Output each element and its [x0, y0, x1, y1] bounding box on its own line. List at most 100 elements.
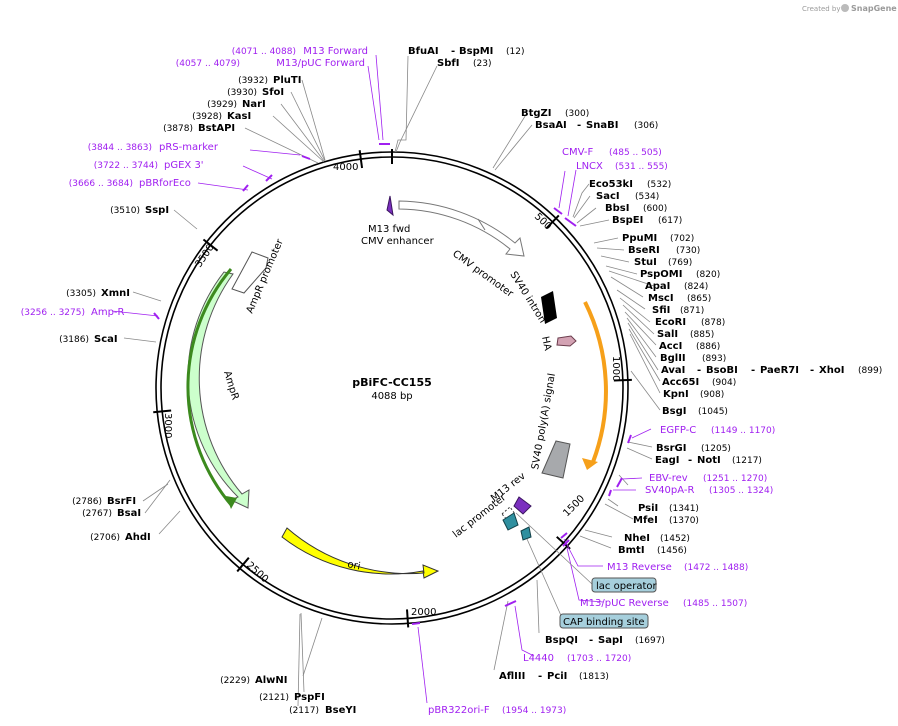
primer-site-marks	[153, 143, 632, 625]
sv40-intron-marker[interactable]	[541, 291, 557, 324]
enzyme-pos-nhei: (1452)	[660, 534, 690, 544]
enzyme-sali: SalI	[657, 329, 678, 340]
enzyme-pos-eagi: (1217)	[732, 456, 762, 466]
primer-range-m13-puc-reverse: (1485 .. 1507)	[683, 599, 747, 609]
enzyme-acci: AccI	[659, 341, 682, 352]
enzyme-ppumi: PpuMI	[622, 233, 657, 244]
enzyme-pos-kpni: (908)	[700, 390, 724, 400]
enzyme-pos-xmni: (3305)	[66, 289, 96, 299]
lac-promoter-marker[interactable]	[502, 512, 519, 531]
enzyme-dash-xhoi: -	[810, 365, 814, 376]
enzyme-pos-acci: (886)	[696, 342, 720, 352]
enzyme-ecori: EcoRI	[655, 317, 686, 328]
primer-range-sv40pa-r: (1305 .. 1324)	[709, 486, 773, 496]
orange-arc	[583, 301, 608, 463]
primer-range-m13-puc-forward: (4057 .. 4079)	[176, 59, 240, 69]
enzyme-bsobi: BsoBI	[706, 365, 738, 376]
cmv-arrow[interactable]	[398, 200, 525, 257]
enzyme-sbfi: SbfI	[437, 58, 459, 69]
enzyme-pos-psii: (1341)	[669, 504, 699, 514]
feature-label-ori: ori	[346, 559, 361, 572]
tick-mark-1000	[613, 378, 632, 382]
feature-label-ampr: AmpR	[221, 370, 240, 402]
ampr-green-arc	[186, 268, 234, 507]
enzyme-msci: MscI	[648, 293, 674, 304]
enzyme-avai: AvaI	[661, 365, 685, 376]
enzyme-bbsi: BbsI	[605, 203, 629, 214]
enzyme-kasi: KasI	[227, 111, 251, 122]
tick-label-1500: 1500	[561, 493, 587, 519]
primer-prs-marker: pRS-marker	[159, 142, 219, 153]
tick-marks	[153, 150, 632, 628]
cmv-divider	[477, 218, 486, 231]
enzyme-bsai: BsaI	[117, 508, 141, 519]
tick-mark-3500	[202, 238, 219, 252]
enzyme-bspei: BspEI	[612, 215, 643, 226]
enzyme-pos-sfii: (871)	[680, 306, 704, 316]
enzyme-pos-avai: (899)	[858, 366, 882, 376]
tick-mark-3000	[153, 409, 172, 414]
tick-label-4000: 4000	[333, 162, 358, 173]
enzyme-mfei: MfeI	[633, 515, 658, 526]
enzyme-stui: StuI	[634, 257, 657, 268]
ampr-arrow[interactable]	[187, 271, 250, 509]
plasmid-name: pBiFC-CC155	[352, 376, 432, 389]
primer-range-ebv-rev: (1251 .. 1270)	[703, 474, 767, 484]
m13-rev-marker[interactable]	[513, 496, 532, 515]
primer-ebv-rev: EBV-rev	[649, 473, 688, 484]
primer-m13-reverse: M13 Reverse	[607, 562, 672, 573]
enzyme-sapi: SapI	[598, 635, 623, 646]
primer-pgex3: pGEX 3'	[164, 160, 204, 171]
enzyme-dash-paer7i: -	[751, 365, 755, 376]
enzyme-afliii: AflIII	[499, 671, 525, 682]
ha-marker[interactable]	[556, 335, 577, 347]
enzyme-dash-noti: -	[688, 455, 692, 466]
enzyme-psii: PsiI	[638, 503, 658, 514]
feature-label-m13-fwd: M13 fwd	[368, 224, 410, 235]
enzyme-bfuai: BfuAI	[408, 46, 439, 57]
leader-lines	[123, 55, 661, 707]
polyA-marker[interactable]	[541, 440, 571, 479]
primer-m13-puc-forward: M13/pUC Forward	[276, 58, 365, 69]
ori-arrow[interactable]	[281, 527, 440, 579]
enzyme-pos-kasi: (3928)	[192, 112, 222, 122]
enzyme-pos-ppumi: (702)	[670, 234, 694, 244]
enzyme-pspomi: PspOMI	[640, 269, 682, 280]
enzyme-snabi: SnaBI	[586, 120, 618, 131]
primer-range-l4440: (1703 .. 1720)	[567, 654, 631, 664]
enzyme-scai: ScaI	[94, 334, 118, 345]
m13-fwd-marker[interactable]	[386, 195, 394, 217]
enzyme-pos-msci: (865)	[687, 294, 711, 304]
enzyme-pos-ecori: (878)	[701, 318, 725, 328]
enzyme-bstapi: BstAPI	[198, 123, 235, 134]
primer-lncx: LNCX	[576, 161, 603, 172]
primer-m13-forward: M13 Forward	[303, 46, 368, 57]
primer-range-pbrforeco: (3666 .. 3684)	[69, 179, 133, 189]
enzyme-pos-nari: (3929)	[207, 100, 237, 110]
enzyme-pos-pspfi: (2121)	[259, 693, 289, 703]
primer-m13-puc-reverse: M13/pUC Reverse	[580, 598, 669, 609]
primer-pbrforeco: pBRforEco	[139, 178, 191, 189]
enzyme-pos-pspomi: (820)	[696, 270, 720, 280]
ampr-green-head	[226, 496, 237, 509]
enzyme-bglii: BglII	[660, 353, 686, 364]
enzyme-btgzi: BtgZI	[521, 108, 552, 119]
enzyme-pos-bglii: (893)	[702, 354, 726, 364]
ampr-promoter-arrow[interactable]	[231, 251, 269, 294]
enzyme-eagi: EagI	[655, 455, 679, 466]
enzyme-noti: NotI	[697, 455, 721, 466]
enzyme-pos-bmti: (1456)	[657, 546, 687, 556]
enzyme-pos-mfei: (1370)	[669, 516, 699, 526]
enzyme-bsrfi: BsrFI	[107, 496, 136, 507]
primer-cmv-f: CMV-F	[562, 147, 593, 158]
enzyme-nhei: NheI	[624, 533, 650, 544]
orange-arc-head	[582, 458, 598, 470]
cap-site-marker[interactable]	[520, 526, 532, 541]
enzyme-ahdi: AhdI	[125, 532, 151, 543]
primer-range-m13-forward: (4071 .. 4088)	[232, 47, 296, 57]
primer-leaders	[111, 54, 652, 704]
enzyme-bmti: BmtI	[618, 545, 645, 556]
primer-pbr322ori-f: pBR322ori-F	[428, 705, 490, 716]
